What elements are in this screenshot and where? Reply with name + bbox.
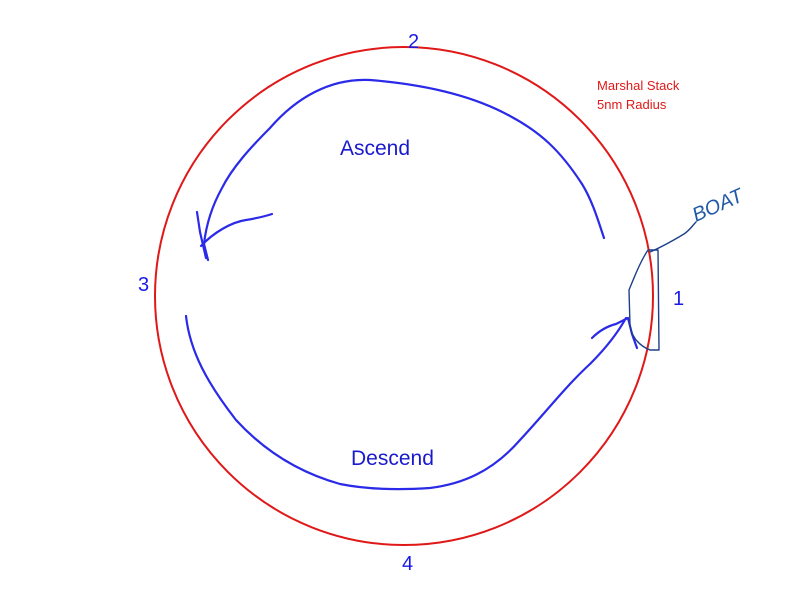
ascend-path [202,78,606,262]
ascend-label: Ascend [340,137,410,160]
marshal-stack-note-line1: Marshal Stack [597,78,680,93]
position-label-4: 4 [402,553,413,575]
position-label-2: 2 [408,31,419,53]
descend-label: Descend [351,447,434,470]
boat-label: BOAT [689,184,748,226]
descend-path [184,314,628,491]
descend-arrow-head [590,316,639,350]
marshal-stack-note-line2: 5nm Radius [597,97,667,112]
boat-pointer-line [649,221,697,253]
position-label-3: 3 [138,274,149,296]
boat-outline [628,249,660,351]
position-label-1: 1 [673,288,684,310]
marshal-stack-circle [154,46,654,546]
ascend-arrow-head [195,210,274,260]
